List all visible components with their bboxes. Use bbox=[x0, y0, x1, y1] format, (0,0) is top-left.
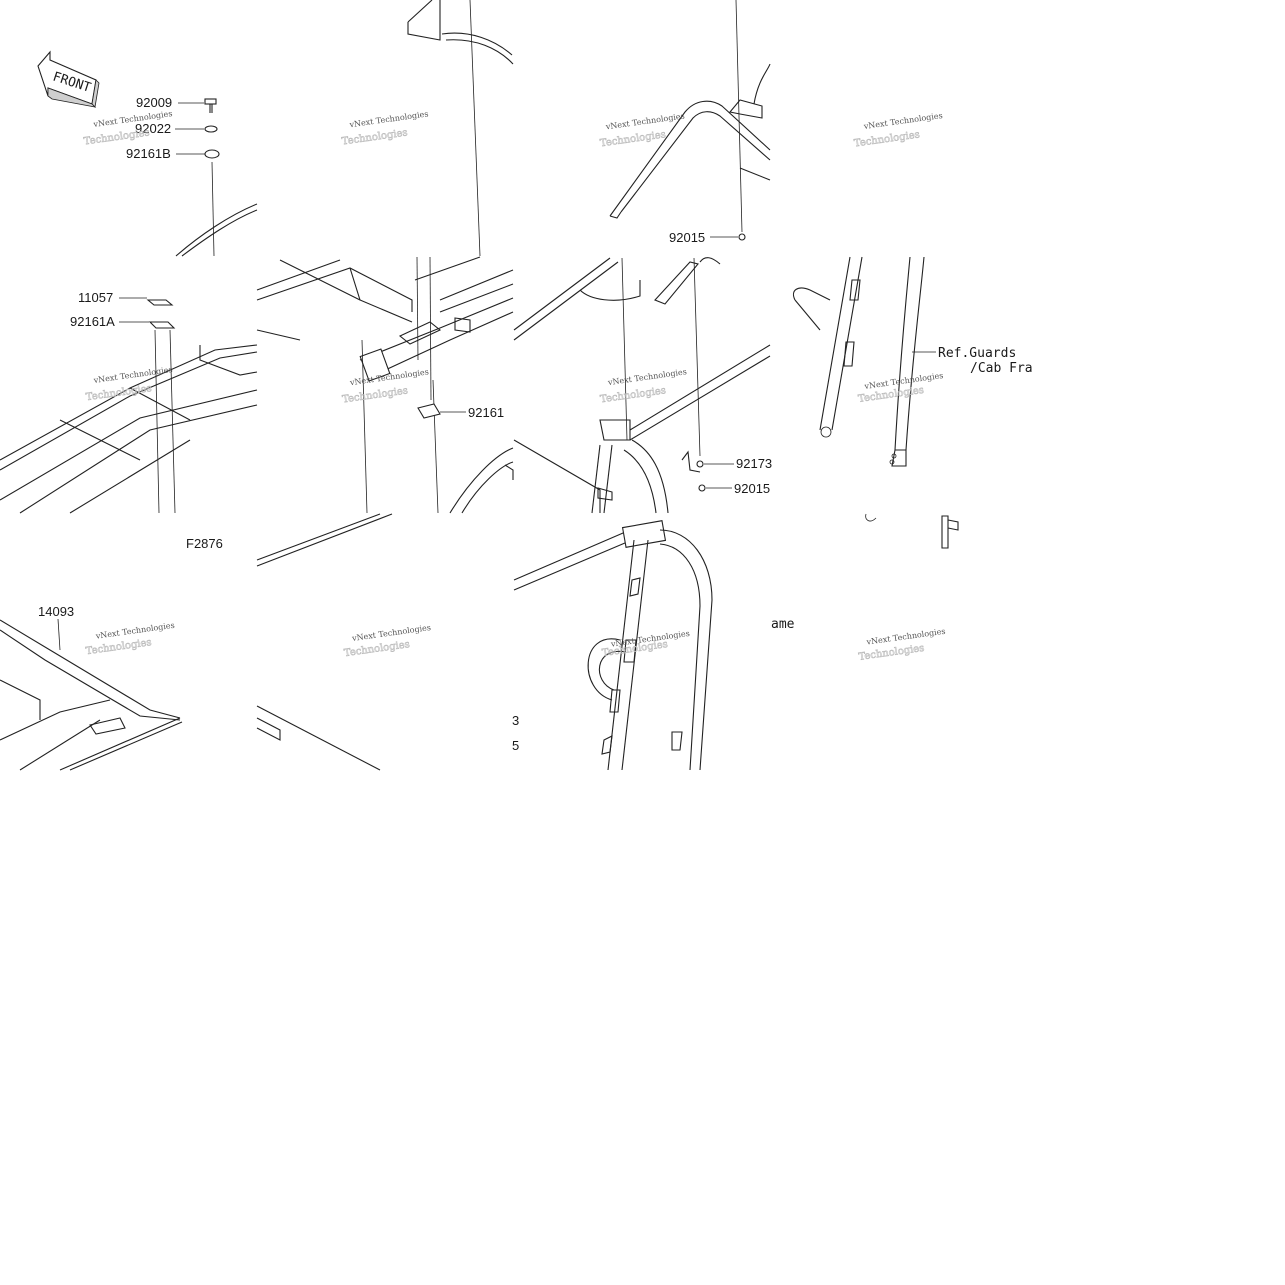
ref-cab-frame-label: /Cab Fra bbox=[970, 361, 1033, 376]
figure-id: F2876 bbox=[186, 536, 223, 551]
pad-92161a bbox=[148, 321, 176, 329]
nut-92015-mid bbox=[698, 484, 706, 492]
svg-text:vNext Technologies: vNext Technologies bbox=[862, 111, 943, 131]
washer-92161b bbox=[204, 149, 220, 159]
svg-text:vNext Technologies: vNext Technologies bbox=[606, 367, 687, 387]
watermark-4: Technologies vNext Technologies bbox=[853, 111, 943, 150]
label-92173: 92173 bbox=[736, 456, 772, 471]
svg-text:Technologies: Technologies bbox=[600, 385, 667, 405]
ref-frame-tail-label: ame bbox=[771, 617, 795, 632]
bolt-92009 bbox=[204, 98, 217, 113]
svg-text:Technologies: Technologies bbox=[341, 127, 408, 147]
clip-92173 bbox=[696, 460, 704, 468]
roof-panel-lower bbox=[0, 619, 183, 771]
watermark-5: Technologies vNext Technologies bbox=[85, 365, 173, 403]
watermark-10: Technologies vNext Technologies bbox=[343, 623, 432, 660]
svg-text:Technologies: Technologies bbox=[342, 385, 409, 405]
washer-92022 bbox=[204, 125, 218, 133]
watermark-3: Technologies vNext Technologies bbox=[599, 111, 685, 149]
watermark-8: Technologies vNext Technologies bbox=[857, 371, 944, 405]
watermark-11: Technologies vNext Technologies bbox=[601, 629, 690, 660]
svg-text:vNext Technologies: vNext Technologies bbox=[94, 621, 175, 641]
partial-digit-2: 5 bbox=[512, 738, 519, 753]
label-92161: 92161 bbox=[468, 405, 504, 420]
label-92161a: 92161A bbox=[70, 314, 115, 329]
label-11057: 11057 bbox=[78, 290, 113, 305]
cab-frame-middle bbox=[513, 257, 771, 514]
roof-panel-left bbox=[0, 344, 258, 514]
svg-text:vNext Technologies: vNext Technologies bbox=[865, 627, 946, 647]
label-92022: 92022 bbox=[135, 121, 171, 136]
svg-text:Technologies: Technologies bbox=[85, 383, 152, 403]
watermark-9: Technologies vNext Technologies bbox=[85, 621, 175, 658]
svg-text:Technologies: Technologies bbox=[599, 129, 666, 149]
pad-92161 bbox=[417, 403, 441, 419]
cab-frame-posts bbox=[792, 256, 925, 467]
grab-bar-top bbox=[609, 63, 771, 219]
label-14093: 14093 bbox=[38, 604, 74, 619]
label-92015-mid: 92015 bbox=[734, 481, 770, 496]
cab-frame-lower bbox=[513, 520, 713, 771]
watermark-2: Technologies vNext Technologies bbox=[341, 109, 429, 147]
label-92161b: 92161B bbox=[126, 146, 171, 161]
label-92009: 92009 bbox=[136, 95, 172, 110]
watermark-12: Technologies vNext Technologies bbox=[858, 627, 946, 664]
svg-text:Technologies: Technologies bbox=[853, 129, 920, 149]
svg-text:Technologies: Technologies bbox=[85, 637, 152, 657]
svg-text:vNext Technologies: vNext Technologies bbox=[92, 365, 173, 385]
front-arrow-icon: FRONT bbox=[37, 50, 100, 108]
roof-panel-center bbox=[256, 256, 514, 382]
svg-text:vNext Technologies: vNext Technologies bbox=[351, 623, 432, 643]
svg-text:Technologies: Technologies bbox=[83, 127, 150, 147]
ref-guards-label: Ref.Guards bbox=[938, 346, 1016, 361]
watermark-7: Technologies vNext Technologies bbox=[599, 367, 687, 405]
watermark-6: Technologies vNext Technologies bbox=[341, 367, 429, 405]
partial-digit-1: 3 bbox=[512, 713, 519, 728]
nut-92015-top bbox=[738, 233, 746, 241]
bracket-11057 bbox=[146, 299, 174, 306]
label-92015-top: 92015 bbox=[669, 230, 705, 245]
svg-text:vNext Technologies: vNext Technologies bbox=[348, 109, 429, 129]
